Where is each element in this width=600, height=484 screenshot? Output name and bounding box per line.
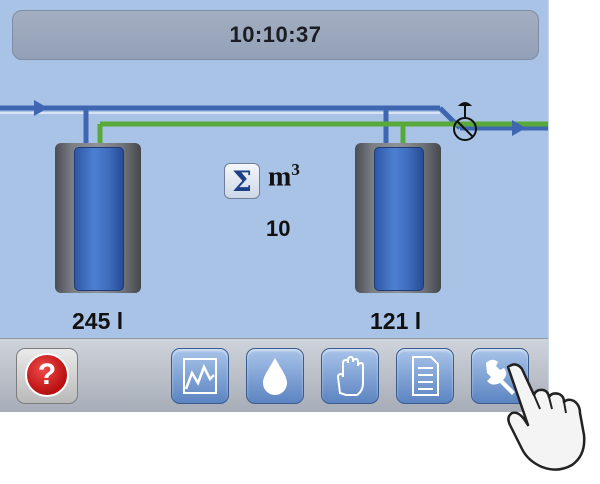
unit-base: m <box>268 161 292 193</box>
total-volume-value: 10 <box>266 216 291 241</box>
document-icon <box>412 356 439 396</box>
total-unit: m3 <box>268 160 300 193</box>
sum-icon[interactable]: Σ <box>224 163 260 199</box>
pipe-diagram <box>0 100 548 145</box>
documents-button[interactable] <box>396 348 454 404</box>
clock-time: 10:10:37 <box>229 22 322 47</box>
tank-left <box>55 143 141 293</box>
sum-symbol: Σ <box>232 164 252 198</box>
wrench-icon <box>486 359 515 395</box>
pointer-hand-icon <box>506 363 586 471</box>
help-label: ? <box>37 358 57 391</box>
tank-right <box>355 143 441 293</box>
hand-icon <box>336 355 364 396</box>
flow-arrow-icon <box>512 120 526 136</box>
unit-exponent: 3 <box>291 160 300 179</box>
chart-icon <box>183 358 217 394</box>
clock-display: 10:10:37 <box>12 10 539 60</box>
manual-mode-button[interactable] <box>321 348 379 404</box>
tank-left-volume: 245 l <box>72 308 124 334</box>
flow-arrow-icon <box>34 100 48 116</box>
help-icon: ? <box>25 353 69 397</box>
display-screen: 10:10:37 245 l <box>0 0 549 412</box>
help-button[interactable]: ? <box>16 348 78 404</box>
tank-right-volume: 121 l <box>370 308 422 334</box>
output-pipe <box>97 121 548 145</box>
water-button[interactable] <box>246 348 304 404</box>
chart-button[interactable] <box>171 348 229 404</box>
valve-icon <box>453 102 477 141</box>
water-drop-icon <box>263 358 287 395</box>
